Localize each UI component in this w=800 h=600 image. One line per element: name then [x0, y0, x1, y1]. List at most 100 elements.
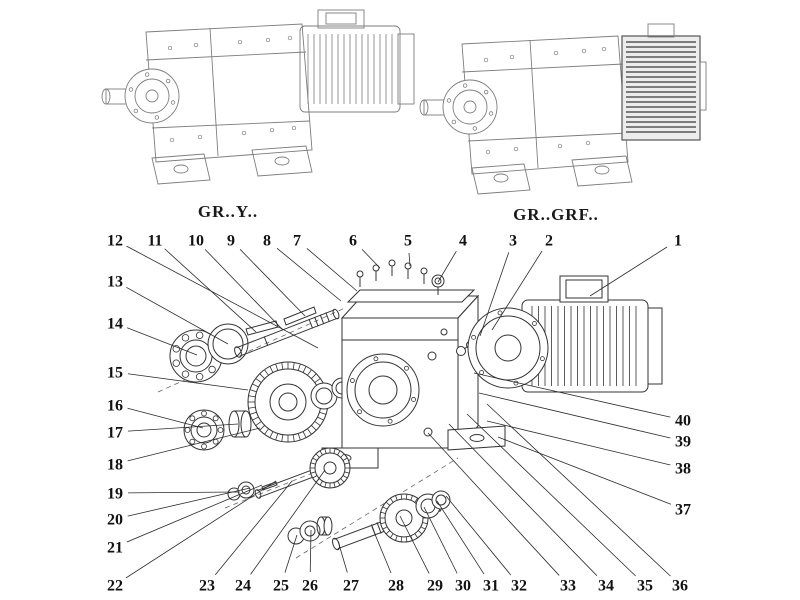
leader-line-5: [408, 252, 411, 267]
electric-motor: [467, 275, 663, 393]
callout-number-27: 27: [343, 578, 359, 595]
callout-number-20: 20: [107, 512, 123, 529]
gear-bearing: [183, 409, 225, 451]
intermediate-shaft-assembly: [227, 447, 351, 501]
callout-number-16: 16: [107, 398, 123, 415]
input-shaft-assembly: [234, 306, 340, 358]
assembled-gearmotor-grf: [419, 23, 707, 195]
cover-bolts: [356, 259, 445, 295]
leader-line-37: [497, 436, 672, 505]
leader-line-16: [127, 407, 204, 429]
callout-number-18: 18: [107, 457, 123, 474]
drain-plug: [423, 427, 433, 437]
leader-line-33: [427, 432, 560, 576]
inspection-cover: [346, 289, 476, 303]
callout-number-33: 33: [560, 578, 576, 595]
leader-line-39: [478, 392, 671, 439]
mounting-foot: [251, 145, 313, 177]
callout-number-29: 29: [427, 578, 443, 595]
callout-number-36: 36: [672, 578, 688, 595]
callout-number-15: 15: [107, 365, 123, 382]
leader-line-20: [127, 487, 251, 517]
callout-number-9: 9: [227, 233, 235, 250]
eye-bolt: [431, 274, 445, 288]
leader-line-8: [276, 247, 342, 302]
housing-bore: [346, 353, 420, 427]
callout-number-25: 25: [273, 578, 289, 595]
callout-number-7: 7: [293, 233, 301, 250]
exploded-view: [157, 259, 663, 559]
leader-line-29: [399, 515, 430, 574]
callout-number-39: 39: [675, 434, 691, 451]
leader-line-18: [127, 427, 261, 462]
leader-line-14: [126, 327, 198, 356]
callout-number-23: 23: [199, 578, 215, 595]
callout-number-35: 35: [637, 578, 653, 595]
leader-line-3: [479, 252, 510, 337]
callout-number-28: 28: [388, 578, 404, 595]
leader-line-23: [214, 480, 293, 576]
callout-number-3: 3: [509, 233, 517, 250]
oil-plug: [427, 351, 437, 361]
callout-number-31: 31: [483, 578, 499, 595]
callout-number-30: 30: [455, 578, 471, 595]
fan-cover: [397, 33, 415, 105]
leader-line-10: [204, 249, 284, 331]
large-gear: [247, 361, 329, 443]
connector: [647, 23, 675, 38]
callout-number-34: 34: [598, 578, 614, 595]
output-shaft-assembly: [287, 490, 451, 551]
leader-line-30: [423, 506, 458, 574]
callout-number-17: 17: [107, 425, 123, 442]
shaft-key: [245, 320, 279, 336]
assembled-gearmotor-gry: [101, 9, 415, 185]
leader-line-17: [127, 423, 239, 432]
leader-line-6: [361, 249, 381, 269]
leader-line-35: [466, 413, 636, 577]
mounting-foot: [571, 155, 633, 187]
motor-body: [299, 25, 401, 113]
leader-line-13: [126, 286, 229, 345]
leader-line-15: [127, 373, 249, 391]
leader-line-26: [309, 529, 312, 573]
leader-line-25: [284, 534, 298, 573]
callout-number-22: 22: [107, 578, 123, 595]
callout-number-37: 37: [675, 502, 691, 519]
leader-line-22: [125, 480, 277, 579]
callout-number-24: 24: [235, 578, 251, 595]
leader-line-7: [306, 248, 358, 292]
callout-number-21: 21: [107, 540, 123, 557]
unit-label-grf: GR..GRF..: [513, 205, 599, 224]
leader-line-1: [589, 246, 668, 297]
leader-line-34: [448, 423, 598, 576]
leader-line-32: [445, 495, 512, 576]
callout-number-2: 2: [545, 233, 553, 250]
motor-flange: [467, 307, 549, 389]
unit-label-gry: GR..Y..: [197, 202, 259, 221]
shaft-key: [283, 306, 317, 326]
mounting-foot: [151, 153, 211, 185]
leader-line-27: [337, 540, 348, 573]
leader-line-24: [250, 469, 326, 575]
leader-line-2: [491, 250, 543, 331]
callout-number-32: 32: [511, 578, 527, 595]
callout-number-13: 13: [107, 274, 123, 291]
leader-line-19: [127, 491, 241, 494]
terminal-box: [317, 9, 365, 29]
leader-line-36: [486, 403, 671, 577]
input-flange: [124, 68, 180, 124]
callout-number-10: 10: [188, 233, 204, 250]
fan-cover: [647, 307, 663, 385]
callout-number-4: 4: [459, 233, 467, 250]
motor-fins: [307, 34, 393, 104]
leader-line-9: [239, 249, 306, 317]
callout-number-26: 26: [302, 578, 318, 595]
leader-line-12: [126, 245, 319, 349]
leader-line-21: [126, 484, 263, 543]
callout-number-19: 19: [107, 486, 123, 503]
callout-number-11: 11: [147, 233, 162, 250]
callout-number-40: 40: [675, 413, 691, 430]
leader-line-4: [437, 250, 457, 283]
